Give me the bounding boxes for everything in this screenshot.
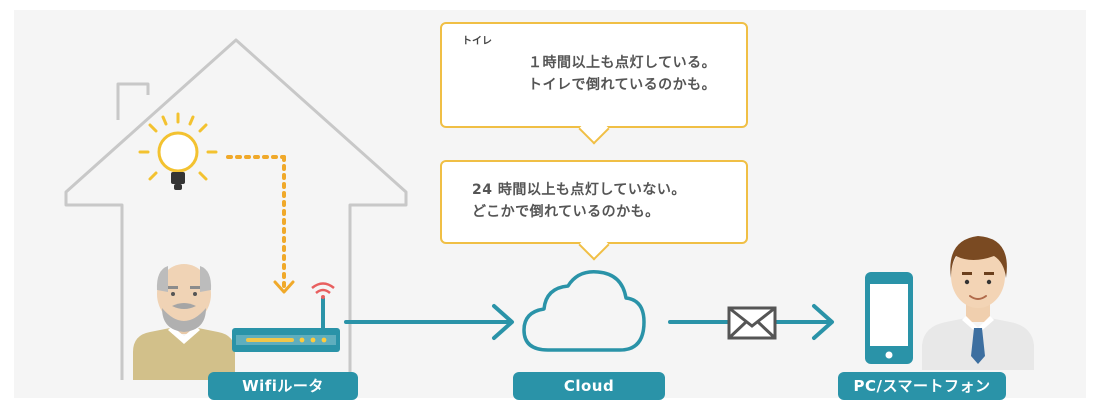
callout-toilet: １時間以上も点灯している。 トイレで倒れているのかも。 [440, 22, 748, 145]
mail-icon [727, 306, 777, 340]
callout-toilet-line1: １時間以上も点灯している。 [528, 55, 717, 71]
router-label: Wifiルータ [208, 372, 358, 400]
wifi-router-icon [232, 282, 340, 352]
elderly-person-icon [133, 264, 235, 380]
toilet-icon-caption: トイレ [462, 36, 492, 47]
callout-toilet-text: １時間以上も点灯している。 トイレで倒れているのかも。 [528, 52, 716, 96]
house-icon [64, 38, 408, 380]
smartphone-icon [865, 272, 913, 364]
signal-path-dotted [226, 155, 295, 294]
light-bulb-icon [138, 112, 218, 190]
man-avatar-icon [922, 236, 1034, 370]
callout-general-line1: 24 時間以上も点灯していない。 [472, 182, 686, 198]
cloud-icon [522, 270, 646, 352]
callout-general-text: 24 時間以上も点灯していない。 どこかで倒れているのかも。 [472, 179, 686, 223]
callout-general-line2: どこかで倒れているのかも。 [472, 204, 660, 220]
flow-arrow-router-to-cloud [344, 304, 514, 340]
cloud-label: Cloud [513, 372, 665, 400]
device-label: PC/スマートフォン [838, 372, 1006, 400]
callout-general: 24 時間以上も点灯していない。 どこかで倒れているのかも。 [440, 160, 748, 261]
callout-toilet-line2: トイレで倒れているのかも。 [528, 77, 717, 93]
